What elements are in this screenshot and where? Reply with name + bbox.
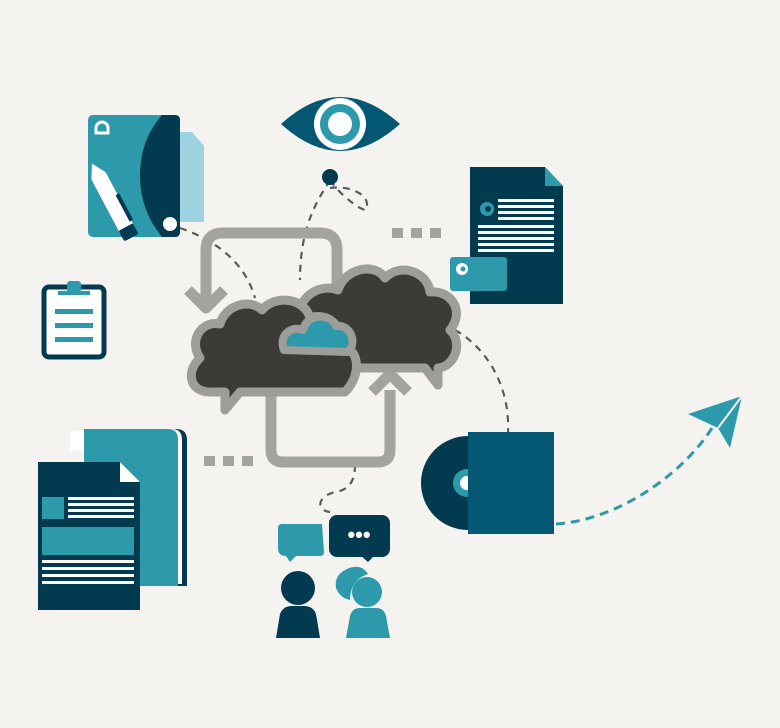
plane-trajectory <box>555 417 720 526</box>
document-icon <box>38 462 140 610</box>
pen-icon <box>91 163 138 241</box>
disc-icon <box>421 432 554 534</box>
dashed-connectors <box>179 179 510 514</box>
chat-users-icon: ••• <box>276 515 390 638</box>
book-icon <box>38 429 187 610</box>
clipboard-icon <box>41 281 107 360</box>
logo-mark-icon <box>94 120 110 135</box>
document-pen-icon <box>88 115 204 241</box>
text-document-icon <box>450 167 563 304</box>
id-card-icon <box>450 257 507 291</box>
chat-ellipsis: ••• <box>347 522 370 547</box>
cloud-icon <box>186 264 461 415</box>
dot-separators <box>204 228 441 466</box>
eye-icon <box>281 97 400 185</box>
paper-plane-icon <box>688 395 743 448</box>
exchange-arrows <box>184 227 412 468</box>
